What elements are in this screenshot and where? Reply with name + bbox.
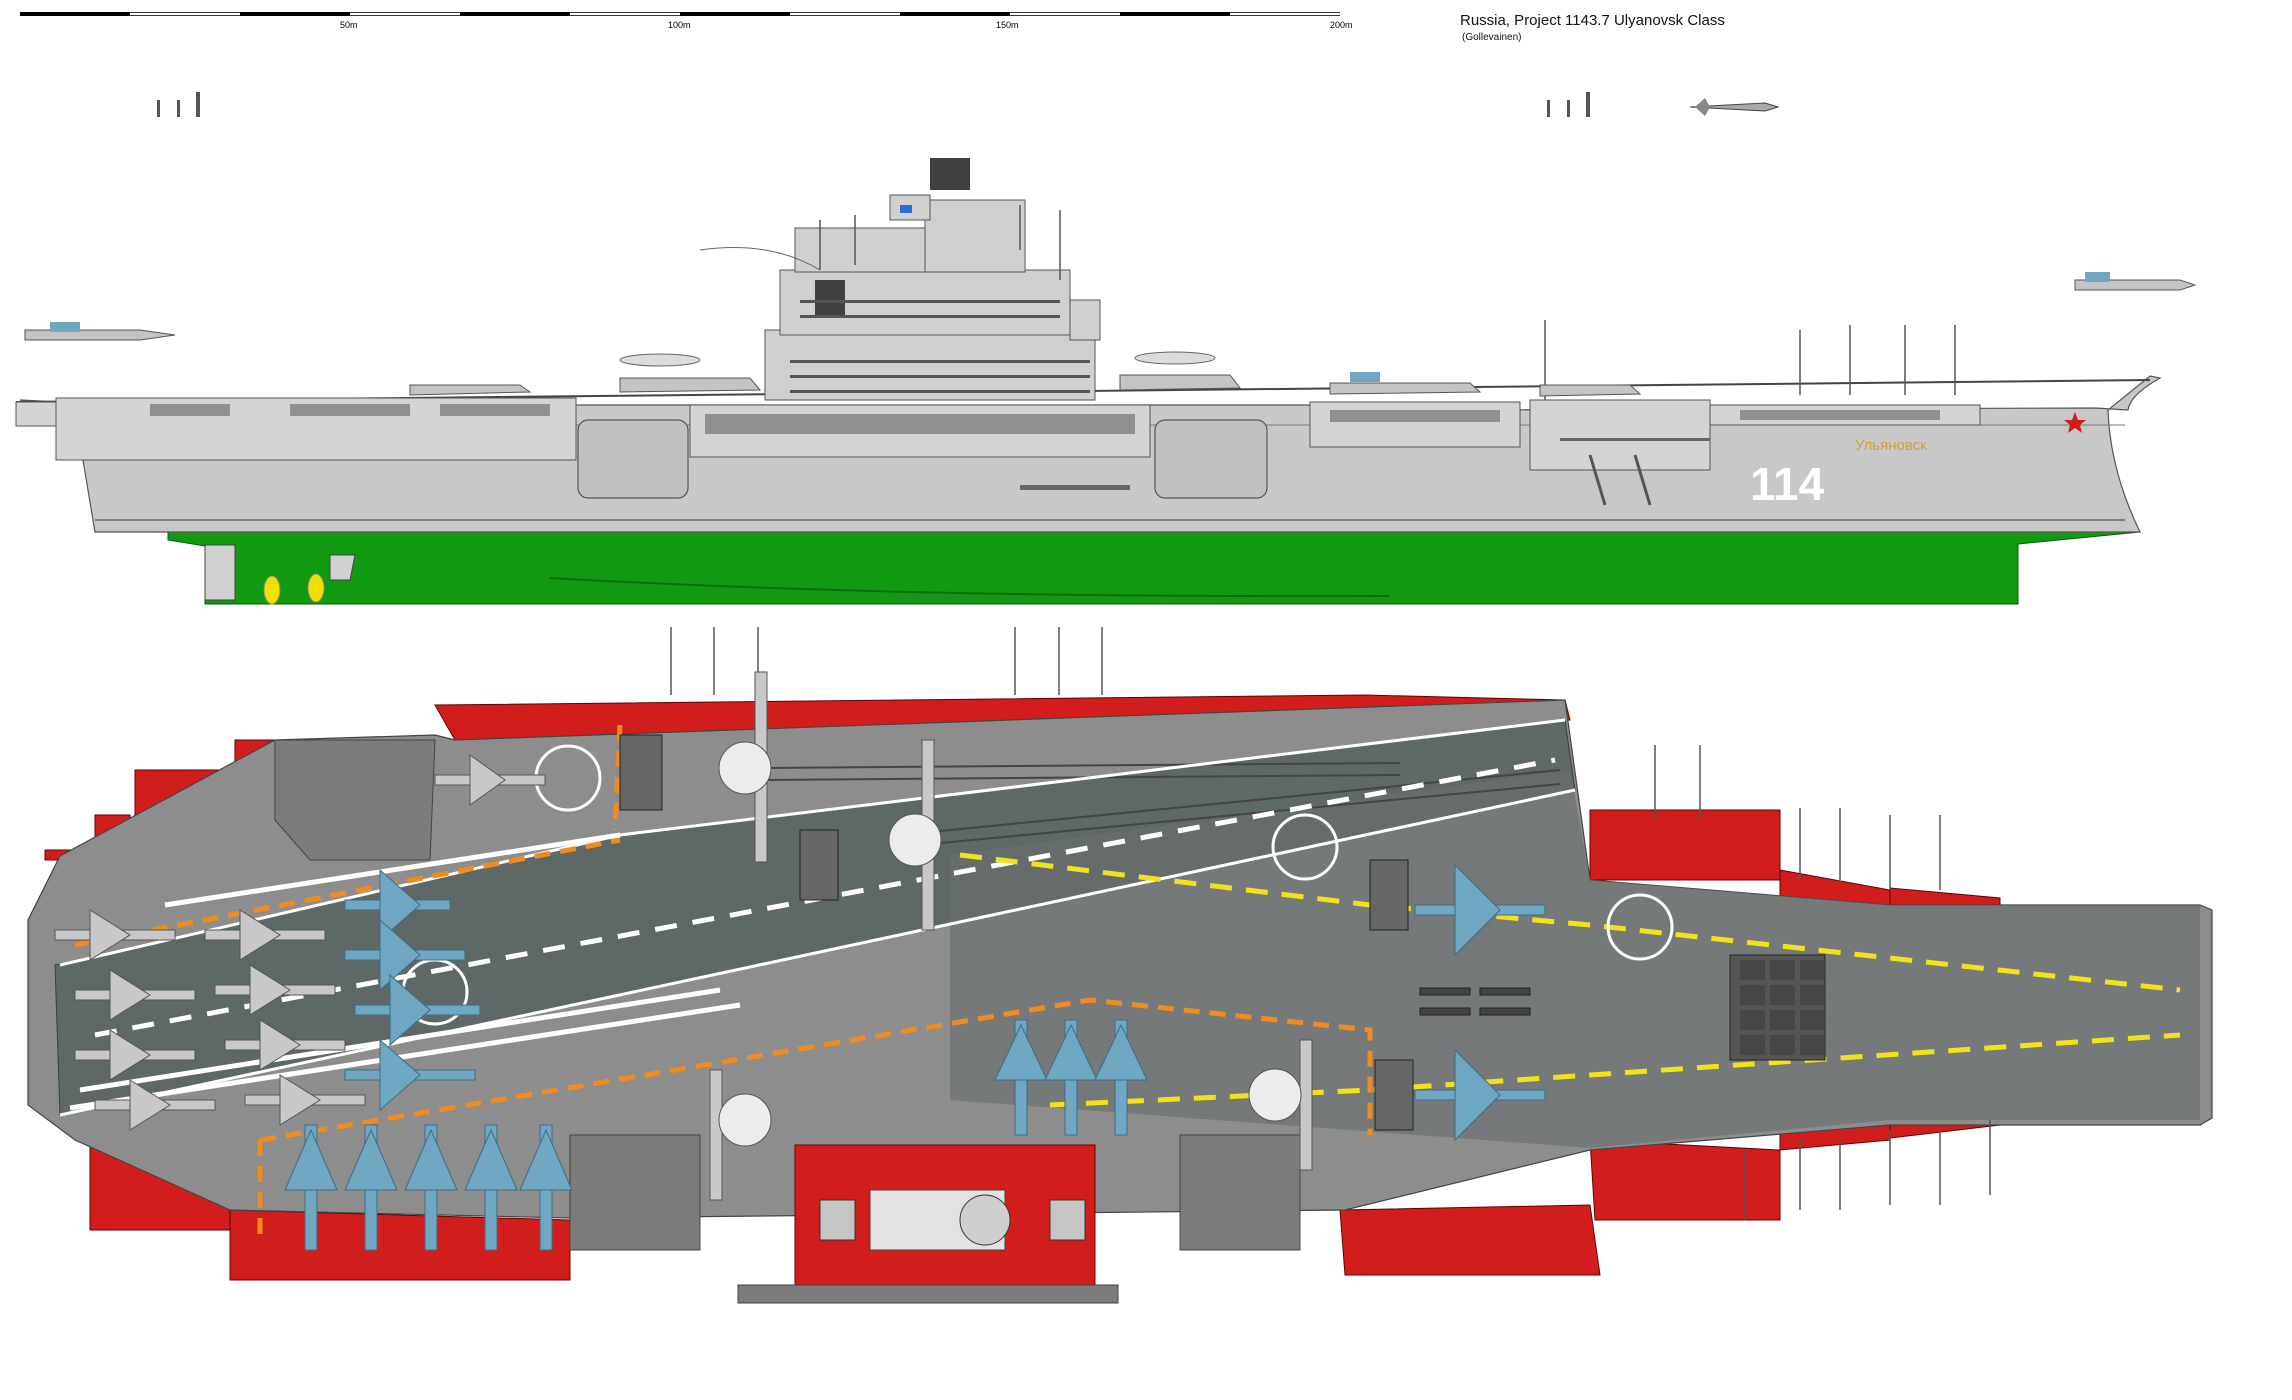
parking-markings xyxy=(74,724,1373,1240)
hull-number: 114 xyxy=(1750,458,1825,510)
su33-aircraft xyxy=(284,863,1546,1251)
scale-tick-50: 50m xyxy=(340,20,358,30)
plan-elevators xyxy=(274,739,1301,1251)
deck-aircraft xyxy=(54,754,546,1131)
side-aircraft xyxy=(24,279,2197,397)
ship-name-label: Ульяновск xyxy=(1855,437,1927,454)
red-star-icon xyxy=(2064,412,2086,433)
island-plan xyxy=(737,1144,1119,1304)
propeller-icons xyxy=(263,573,325,605)
scale-bar: 50m 100m 150m 200m xyxy=(20,12,1353,30)
catapults xyxy=(759,762,1561,845)
scale-tick-200: 200m xyxy=(1330,20,1353,30)
rudders xyxy=(204,544,356,601)
scale-tick-150: 150m xyxy=(996,20,1019,30)
drawing-title: Russia, Project 1143.7 Ulyanovsk Class xyxy=(1460,12,1725,29)
awacs-aircraft xyxy=(709,671,1313,1201)
side-profile: 114 Ульяновск xyxy=(15,158,2197,605)
antifouling-hull xyxy=(167,531,2141,605)
drawing-author: (Gollevainen) xyxy=(1462,32,1521,43)
missile-silhouette-icons-left xyxy=(157,92,200,117)
plan-view xyxy=(27,627,2213,1304)
side-elevators xyxy=(577,419,1268,499)
missile-silhouette-icons-right xyxy=(1547,92,1590,117)
island-flag xyxy=(900,205,912,213)
scale-tick-100: 100m xyxy=(668,20,691,30)
cruise-missile-icon xyxy=(1689,98,1780,116)
